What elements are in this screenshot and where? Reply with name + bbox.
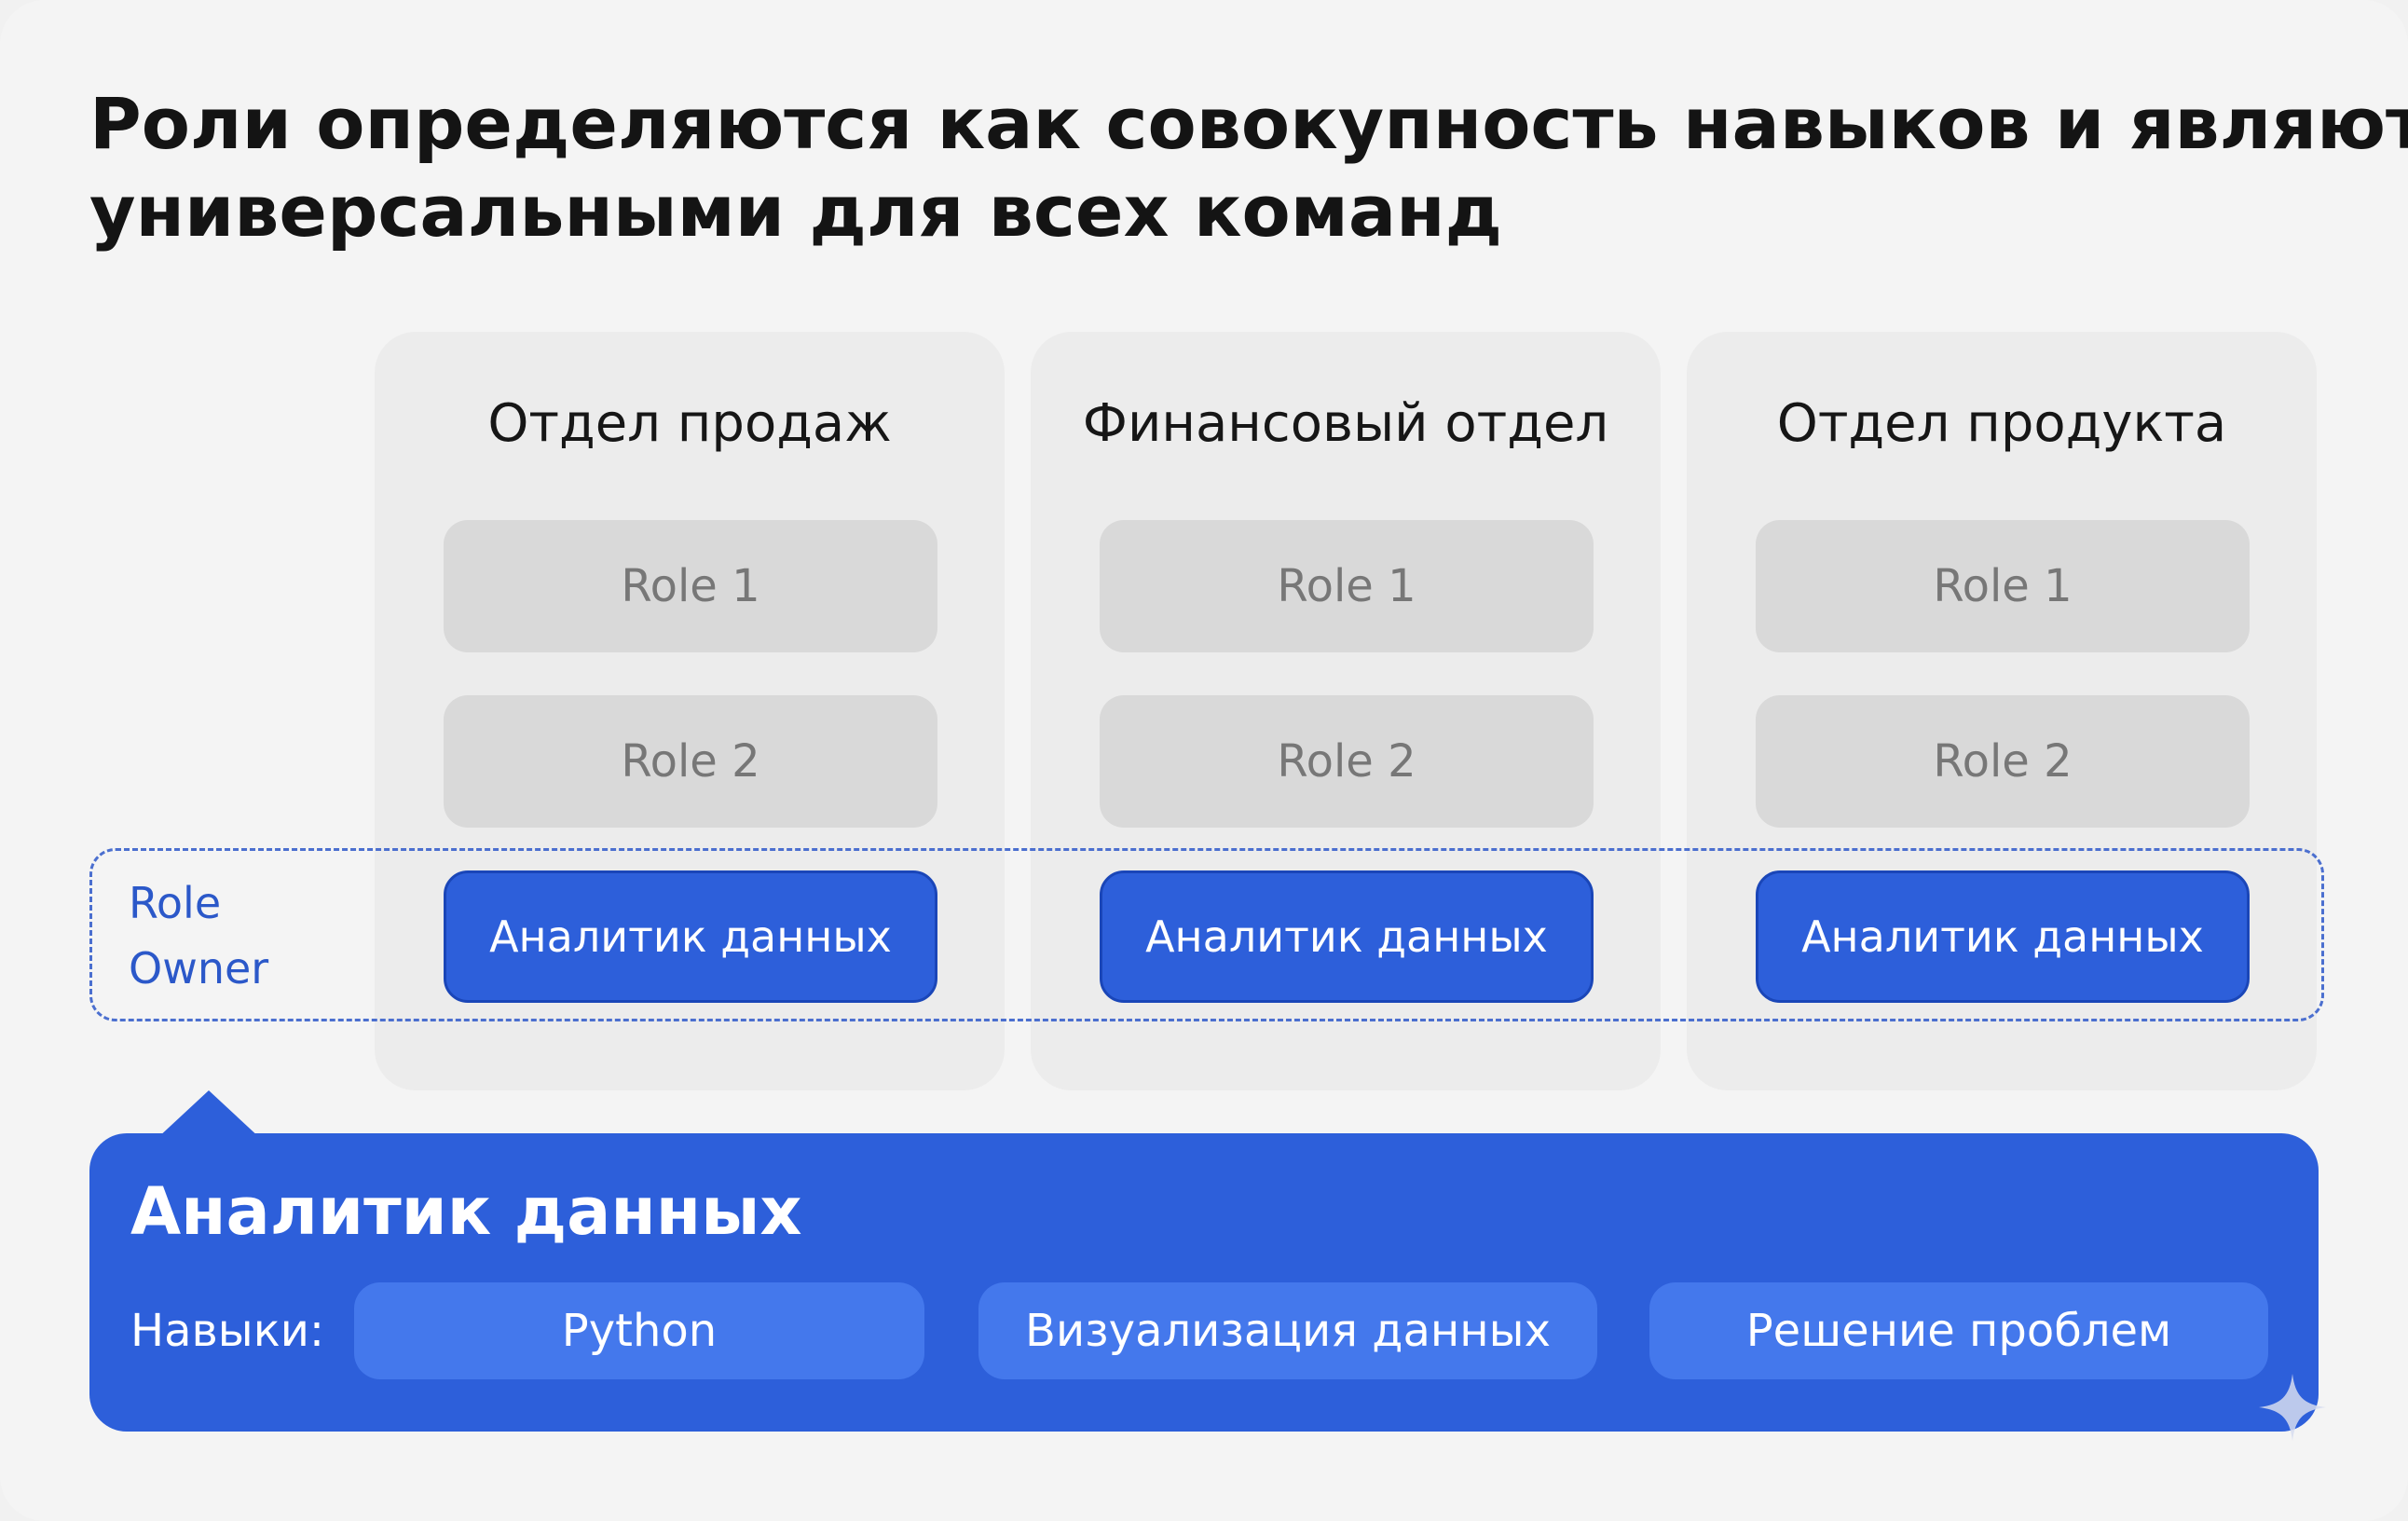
sparkle-icon — [2259, 1374, 2326, 1441]
role-chip-2: Role 2 — [1100, 695, 1594, 828]
department-name: Финансовый отдел — [1082, 393, 1609, 454]
role-owner-label-line-2: Owner — [129, 943, 269, 993]
page-title-line-1: Роли определяются как совокупность навык… — [89, 82, 2408, 165]
data-analyst-role-button[interactable]: Аналитик данных — [444, 870, 937, 1003]
skill-chip-data-visualization[interactable]: Визуализация данных — [978, 1282, 1597, 1379]
department-name: Отдел продаж — [487, 393, 892, 454]
data-analyst-role-button[interactable]: Аналитик данных — [1100, 870, 1594, 1003]
role-chip-2: Role 2 — [1756, 695, 2250, 828]
role-chip-1: Role 1 — [1100, 520, 1594, 652]
panel-pointer-arrow — [157, 1090, 261, 1139]
skill-chip-python[interactable]: Python — [354, 1282, 924, 1379]
skill-chip-problem-solving[interactable]: Решение проблем — [1649, 1282, 2268, 1379]
page-title: Роли определяются как совокупность навык… — [89, 80, 2408, 255]
role-chip-1: Role 1 — [1756, 520, 2250, 652]
role-chip-2: Role 2 — [444, 695, 937, 828]
role-detail-panel: Аналитик данных Навыки: Python Визуализа… — [89, 1133, 2319, 1432]
department-card-sales: Отдел продаж Role 1 Role 2 Аналитик данн… — [375, 332, 1005, 1090]
role-owner-label-line-1: Role — [129, 878, 222, 928]
role-owner-label: Role Owner — [129, 870, 268, 1001]
role-detail-title: Аналитик данных — [130, 1173, 802, 1250]
department-card-finance: Финансовый отдел Role 1 Role 2 Аналитик … — [1031, 332, 1661, 1090]
role-owner-dashed-frame — [89, 848, 2324, 1021]
data-analyst-role-button[interactable]: Аналитик данных — [1756, 870, 2250, 1003]
department-card-product: Отдел продукта Role 1 Role 2 Аналитик да… — [1687, 332, 2317, 1090]
page-title-line-2: универсальными для всех команд — [89, 170, 1503, 253]
department-name: Отдел продукта — [1776, 393, 2227, 454]
role-chip-1: Role 1 — [444, 520, 937, 652]
skills-label: Навыки: — [130, 1305, 325, 1357]
